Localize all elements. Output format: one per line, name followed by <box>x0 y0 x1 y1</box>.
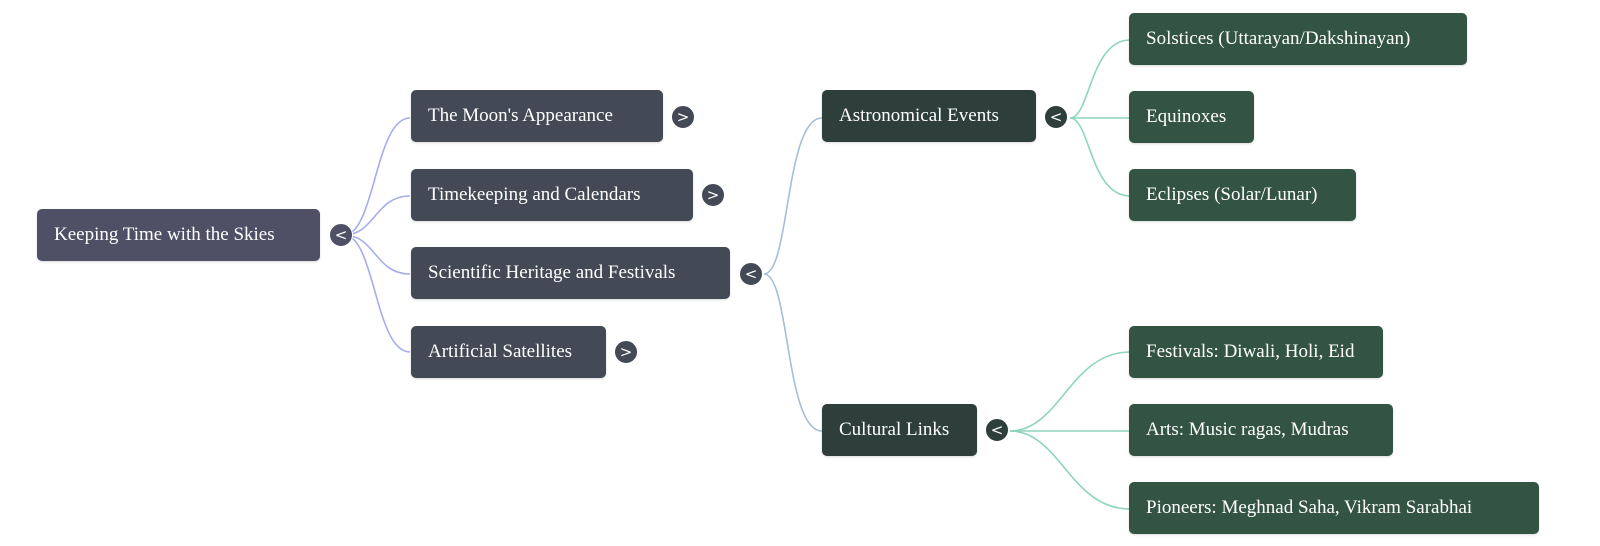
node-label: Solstices (Uttarayan/Dakshinayan) <box>1146 28 1411 49</box>
edge-root-heritage <box>343 234 411 275</box>
node-label: Eclipses (Solar/Lunar) <box>1146 184 1318 205</box>
collapse-toggle-scientific-heritage[interactable]: < <box>739 262 763 286</box>
node-artificial-satellites[interactable]: Artificial Satellites <box>411 326 606 378</box>
node-pioneers[interactable]: Pioneers: Meghnad Saha, Vikram Sarabhai <box>1129 482 1539 534</box>
expand-toggle-timekeeping-calendars[interactable]: > <box>701 183 725 207</box>
edge-root-moon <box>343 117 411 236</box>
node-label: Cultural Links <box>839 419 950 440</box>
node-arts[interactable]: Arts: Music ragas, Mudras <box>1129 404 1393 456</box>
node-label: Arts: Music ragas, Mudras <box>1146 419 1349 440</box>
node-moons-appearance[interactable]: The Moon's Appearance <box>411 90 663 142</box>
node-astronomical-events[interactable]: Astronomical Events <box>822 90 1036 142</box>
edge-astronomical-eclipses <box>1069 117 1131 197</box>
edge-cultural-pioneers <box>1009 430 1131 510</box>
expand-toggle-moons-appearance[interactable]: > <box>671 105 695 129</box>
node-label: Equinoxes <box>1146 106 1227 127</box>
collapse-toggle-astronomical-events[interactable]: < <box>1044 105 1068 129</box>
node-festivals[interactable]: Festivals: Diwali, Holi, Eid <box>1129 326 1383 378</box>
root-collapse-toggle[interactable]: < <box>329 223 353 247</box>
edge-heritage-cultural <box>763 273 823 432</box>
node-scientific-heritage[interactable]: Scientific Heritage and Festivals <box>411 247 730 299</box>
node-timekeeping-calendars[interactable]: Timekeeping and Calendars <box>411 169 693 221</box>
node-label: Pioneers: Meghnad Saha, Vikram Sarabhai <box>1146 497 1473 518</box>
node-eclipses[interactable]: Eclipses (Solar/Lunar) <box>1129 169 1356 221</box>
node-label: Artificial Satellites <box>428 341 573 362</box>
edge-root-timekeeping <box>343 195 411 236</box>
node-solstices[interactable]: Solstices (Uttarayan/Dakshinayan) <box>1129 13 1467 65</box>
node-label: Timekeeping and Calendars <box>428 184 641 205</box>
root-node[interactable]: Keeping Time with the Skies <box>37 209 320 261</box>
edge-astronomical-solstices <box>1069 39 1131 119</box>
edge-cultural-festivals <box>1009 351 1131 432</box>
node-label: Festivals: Diwali, Holi, Eid <box>1146 341 1355 362</box>
collapse-toggle-cultural-links[interactable]: < <box>985 418 1009 442</box>
node-label: The Moon's Appearance <box>428 105 613 126</box>
edge-root-satellites <box>343 234 411 353</box>
node-cultural-links[interactable]: Cultural Links <box>822 404 977 456</box>
node-equinoxes[interactable]: Equinoxes <box>1129 91 1254 143</box>
expand-toggle-artificial-satellites[interactable]: > <box>614 340 638 364</box>
edge-heritage-astronomical <box>763 117 823 275</box>
node-label: Scientific Heritage and Festivals <box>428 262 676 283</box>
root-node-label: Keeping Time with the Skies <box>54 224 275 245</box>
node-label: Astronomical Events <box>839 105 999 126</box>
